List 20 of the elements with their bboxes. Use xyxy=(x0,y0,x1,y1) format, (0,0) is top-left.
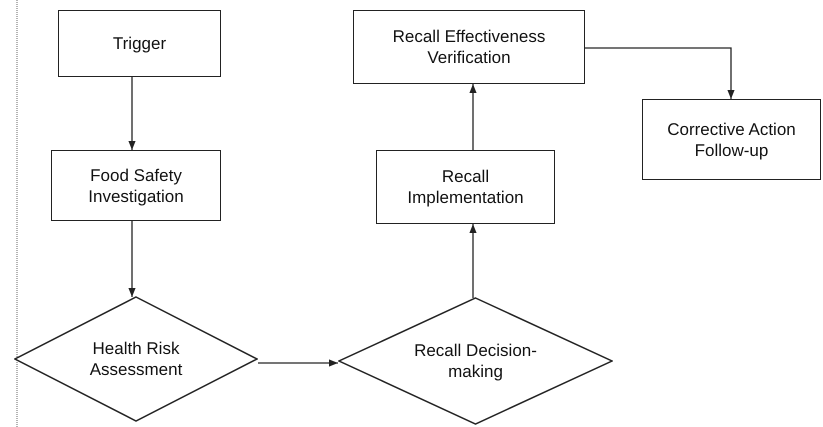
process-box xyxy=(353,10,585,84)
arrow xyxy=(128,221,136,297)
process-box xyxy=(51,150,221,221)
node-label: Recall Implementation xyxy=(406,166,525,208)
node-label: Trigger xyxy=(112,33,166,54)
node-label: Recall Effectiveness Verification xyxy=(392,26,546,68)
node-label: Food Safety Investigation xyxy=(87,164,185,206)
decision-diamond xyxy=(14,296,258,422)
node-label: Recall Decision-making xyxy=(413,340,538,382)
process-box xyxy=(376,150,555,224)
arrow xyxy=(585,47,735,99)
process-box xyxy=(58,10,221,77)
process-box xyxy=(642,99,821,180)
node-label: Corrective Action Follow-up xyxy=(666,118,797,160)
arrow xyxy=(469,224,477,298)
decision-diamond xyxy=(338,297,613,425)
arrow xyxy=(128,77,136,150)
arrow xyxy=(469,84,477,150)
arrow xyxy=(258,359,338,367)
node-label: Health Risk Assessment xyxy=(88,338,184,380)
